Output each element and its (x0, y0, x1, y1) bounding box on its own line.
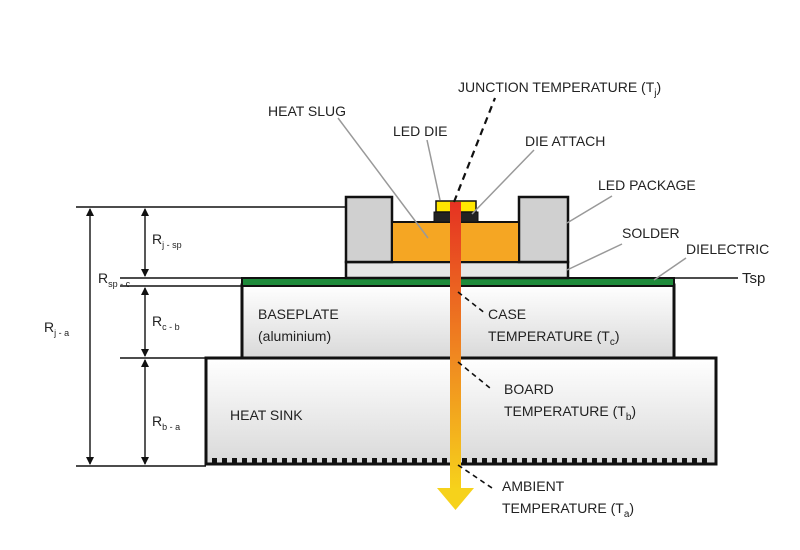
case-pointer (457, 291, 487, 315)
heat-sink-fin (372, 458, 377, 464)
solder-leader (566, 243, 623, 271)
heat-sink-fin (212, 458, 217, 464)
heat-sink-fin (612, 458, 617, 464)
die-attach-label: DIE ATTACH (525, 133, 605, 149)
heat-sink-fin (592, 458, 597, 464)
heat-sink-fin (502, 458, 507, 464)
die-attach-leader (471, 149, 535, 215)
heat-sink-fin (702, 458, 707, 464)
heat-sink-fin (642, 458, 647, 464)
solder-label: SOLDER (622, 225, 680, 241)
heat-sink-fin (402, 458, 407, 464)
ambient-label: AMBIENT (502, 478, 565, 494)
dimension-lines (76, 206, 346, 467)
heat-flow-arrow-head (437, 488, 474, 510)
case-label: CASE (488, 306, 526, 322)
heat-sink-fin (532, 458, 537, 464)
r-sp-c-label: Rsp - c (98, 270, 131, 289)
dielectric-label: DIELECTRIC (686, 241, 769, 257)
board-pointer (457, 361, 491, 389)
heat-sink-fin (322, 458, 327, 464)
board-label: BOARD (504, 381, 554, 397)
heat-slug-label: HEAT SLUG (268, 103, 346, 119)
heat-sink-fin (332, 458, 337, 464)
heat-sink-fin (442, 458, 447, 464)
heat-sink-fin (292, 458, 297, 464)
r-c-b-label: Rc - b (152, 313, 180, 332)
junction-temperature-label: JUNCTION TEMPERATURE (Tj) (458, 79, 661, 99)
heat-sink-fin (352, 458, 357, 464)
led-package-left-wall (344, 195, 394, 264)
heat-sink-fin (692, 458, 697, 464)
heat-sink-fin (572, 458, 577, 464)
heat-sink-fin (232, 458, 237, 464)
heat-sink-label: HEAT SINK (230, 407, 303, 423)
dielectric-leader (653, 257, 687, 281)
baseplate-material-label: (aluminium) (258, 328, 331, 344)
heat-sink-fin (522, 458, 527, 464)
heat-sink-fin (342, 458, 347, 464)
dimension-arrowheads (86, 208, 149, 465)
baseplate-label: BASEPLATE (258, 306, 339, 322)
heat-sink-fin (242, 458, 247, 464)
case-temperature-label: TEMPERATURE (Tc) (488, 328, 620, 348)
heat-sink-fin (542, 458, 547, 464)
heat-sink-fin (672, 458, 677, 464)
heat-sink-fin (312, 458, 317, 464)
heat-sink-fin (482, 458, 487, 464)
r-j-a-label: Rj - a (44, 319, 69, 338)
board-temperature-label: TEMPERATURE (Tb) (504, 403, 636, 423)
heat-sink-fin (362, 458, 367, 464)
heat-sink-fin (272, 458, 277, 464)
heat-sink-fin (382, 458, 387, 464)
heat-sink-fin (552, 458, 557, 464)
heat-sink-fin (632, 458, 637, 464)
heat-sink-fin (282, 458, 287, 464)
ambient-temperature-label: TEMPERATURE (Ta) (502, 500, 634, 520)
r-j-sp-label: Rj - sp (152, 231, 182, 250)
led-die-leader (426, 139, 441, 201)
heat-sink-fin (472, 458, 477, 464)
heat-sink-fin (422, 458, 427, 464)
heat-sink-fin (682, 458, 687, 464)
heat-sink-fin (652, 458, 657, 464)
tsp-label: Tsp (742, 270, 765, 287)
heat-sink-fin (602, 458, 607, 464)
r-b-a-label: Rb - a (152, 413, 180, 432)
led-package-label: LED PACKAGE (598, 177, 696, 193)
heat-slug-leader (337, 117, 429, 239)
heat-sink-fin (262, 458, 267, 464)
heat-sink-fin (492, 458, 497, 464)
ambient-pointer (457, 464, 493, 489)
led-package-right-wall (517, 195, 570, 264)
heat-sink-fin (662, 458, 667, 464)
heat-sink-fin (512, 458, 517, 464)
heat-sink-fin (582, 458, 587, 464)
heat-sink-fin (432, 458, 437, 464)
heat-sink-fin (412, 458, 417, 464)
heat-sink-fin (252, 458, 257, 464)
heat-sink-fin (302, 458, 307, 464)
heat-sink-fin (222, 458, 227, 464)
junction-pointer (452, 97, 497, 203)
heat-sink-fin (392, 458, 397, 464)
heat-flow-arrow-shaft (450, 202, 461, 490)
heat-sink-fin (562, 458, 567, 464)
heat-sink-fin (622, 458, 627, 464)
led-package-leader (566, 195, 613, 224)
heat-sink-fin (462, 458, 467, 464)
led-die-label: LED DIE (393, 123, 447, 139)
